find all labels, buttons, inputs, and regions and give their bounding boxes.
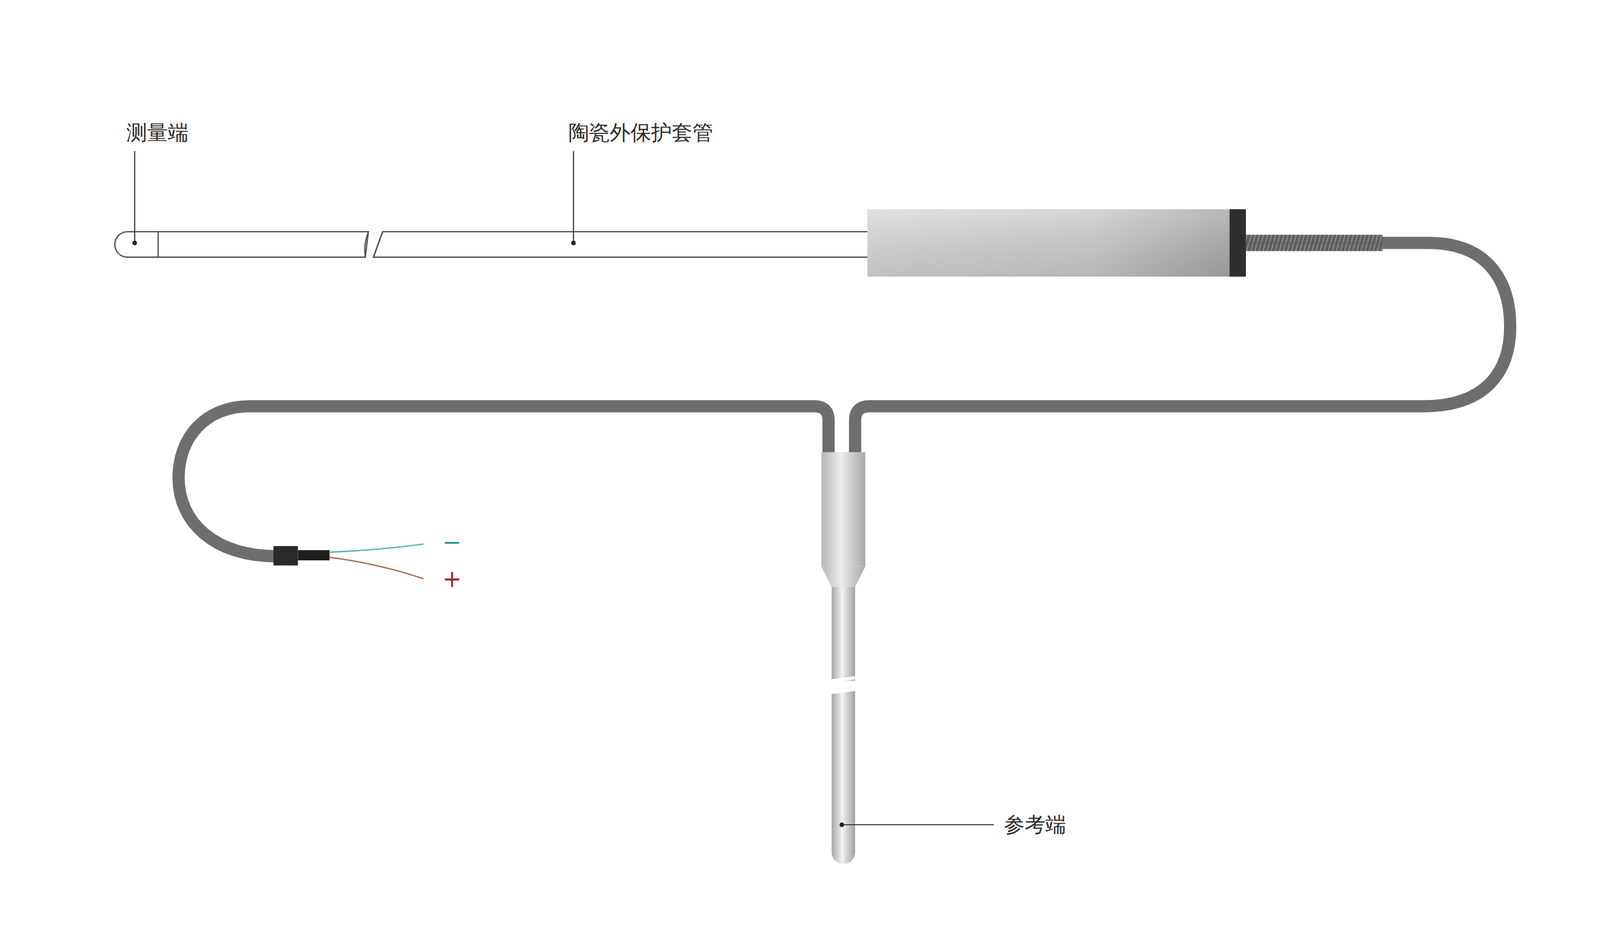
ceramic-tube (114, 231, 870, 257)
part-label: 陶瓷外保护套管 (568, 121, 714, 145)
handle (867, 209, 1383, 277)
polarity-sign: − (442, 529, 463, 555)
reference-probe (821, 452, 865, 865)
lead-wires (273, 544, 424, 579)
part-label: 参考端 (1004, 813, 1067, 837)
polarity-sign: + (442, 566, 463, 592)
leader-lines (132, 151, 994, 828)
part-label: 测量端 (126, 121, 189, 145)
